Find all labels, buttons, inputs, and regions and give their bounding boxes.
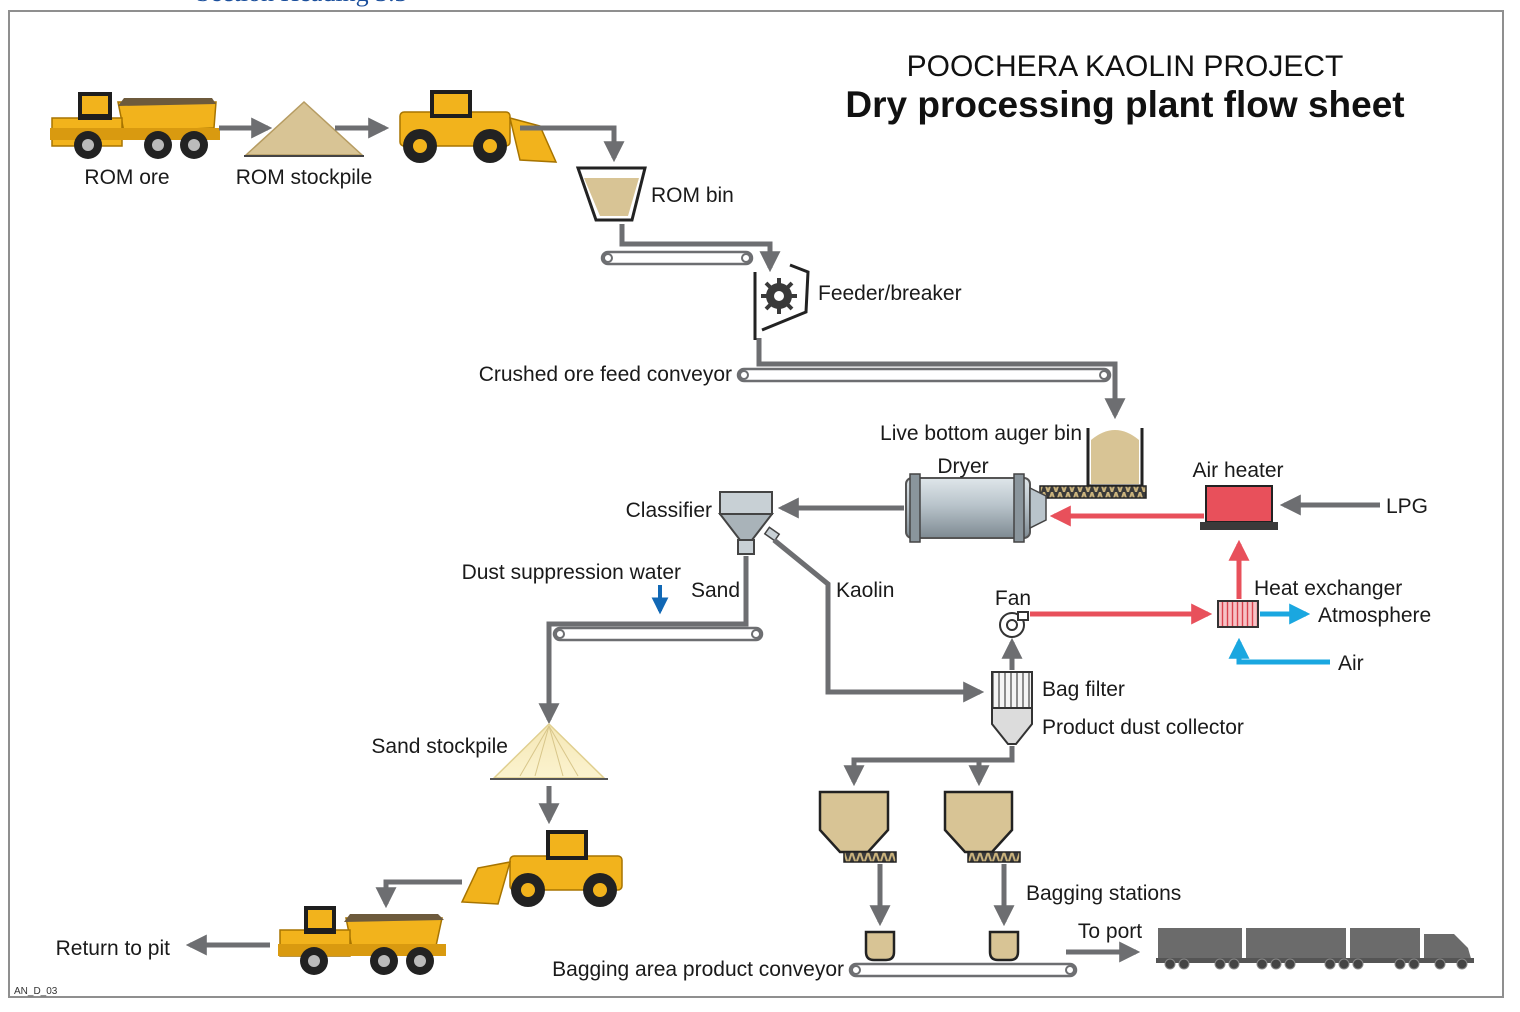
- sand-stockpile-icon: [490, 722, 608, 780]
- bag-filter-icon: [991, 671, 1033, 745]
- bagging-area-product-conveyor-icon: [848, 962, 1078, 978]
- rom-bin-icon: [575, 166, 647, 222]
- flow-arrow-sand-to-stockpile: [538, 556, 749, 725]
- live-bottom-auger-bin-icon: [1039, 428, 1147, 499]
- label-live-bottom-auger-bin: Live bottom auger bin: [880, 422, 1082, 445]
- crushed-ore-feed-conveyor-icon: [736, 367, 1112, 383]
- heat-exchanger-icon: [1217, 600, 1259, 628]
- flow-arrow-bin-to-feeder: [619, 224, 781, 273]
- label-dryer: Dryer: [937, 455, 988, 478]
- flow-arrow-feeder-to-auger-bin: [756, 338, 1126, 420]
- label-air: Air: [1338, 652, 1364, 675]
- rotary-dryer-icon: [905, 473, 1047, 543]
- label-dust-suppression-water: Dust suppression water: [462, 561, 681, 584]
- rom-ore-dump-truck-icon: [50, 92, 220, 159]
- return-dump-truck-icon: [278, 906, 446, 975]
- flow-arrows-rom: [219, 117, 625, 163]
- label-bag-filter: Bag filter: [1042, 678, 1125, 701]
- label-return-to-pit: Return to pit: [56, 937, 171, 960]
- cold-air-arrow-from-air: [1228, 637, 1330, 665]
- classifier-icon: [717, 491, 781, 555]
- rom-wheel-loader-icon: [399, 90, 558, 163]
- label-crushed-ore-feed-conveyor: Crushed ore feed conveyor: [479, 363, 732, 386]
- sand-belt-conveyor-icon: [552, 626, 764, 642]
- flow-arrow-hoppers-to-bags: [869, 864, 1015, 927]
- diagram-title: POOCHERA KAOLIN PROJECT: [907, 50, 1344, 83]
- diagram-subtitle: Dry processing plant flow sheet: [845, 84, 1404, 125]
- label-heat-exchanger: Heat exchanger: [1254, 577, 1402, 600]
- label-classifier: Classifier: [626, 499, 712, 522]
- label-bagging-stations: Bagging stations: [1026, 882, 1181, 905]
- feeder-breaker-icon: [753, 263, 810, 340]
- bagging-hopper-1-icon: [818, 790, 897, 863]
- diagram-frame: [8, 10, 1504, 998]
- figure-code: AN_D_03: [14, 986, 58, 997]
- label-sand-stockpile: Sand stockpile: [371, 735, 508, 758]
- flow-arrow-kaolin-to-bag-filter: [772, 538, 985, 703]
- label-kaolin: Kaolin: [836, 579, 894, 602]
- label-feeder-breaker: Feeder/breaker: [818, 282, 962, 305]
- bulk-bag-2-icon: [988, 930, 1020, 962]
- label-rom-bin: ROM bin: [651, 184, 734, 207]
- air-heater-icon: [1200, 485, 1278, 530]
- rom-stockpile-icon: [244, 100, 364, 157]
- flow-arrow-collector-to-hoppers: [843, 746, 1015, 787]
- bulk-bag-1-icon: [864, 930, 896, 962]
- label-fan: Fan: [995, 587, 1031, 610]
- label-atmosphere: Atmosphere: [1318, 604, 1431, 627]
- sand-wheel-loader-icon: [460, 830, 623, 907]
- short-belt-conveyor-icon: [600, 250, 754, 266]
- label-rom-stockpile: ROM stockpile: [236, 166, 373, 189]
- label-product-dust-collector: Product dust collector: [1042, 716, 1244, 739]
- bagging-hopper-2-icon: [943, 790, 1021, 863]
- label-bagging-area-product-conveyor: Bagging area product conveyor: [552, 958, 844, 981]
- label-lpg: LPG: [1386, 495, 1428, 518]
- flow-arrow-loader-to-truck: [375, 879, 462, 909]
- fan-icon: [999, 611, 1029, 638]
- road-train-truck-icon: [1156, 928, 1474, 970]
- label-sand: Sand: [691, 579, 740, 602]
- label-rom-ore: ROM ore: [84, 166, 169, 189]
- label-air-heater: Air heater: [1192, 459, 1283, 482]
- cut-off-section-heading: Section Heading 3.3: [196, 0, 408, 8]
- label-to-port: To port: [1078, 920, 1142, 943]
